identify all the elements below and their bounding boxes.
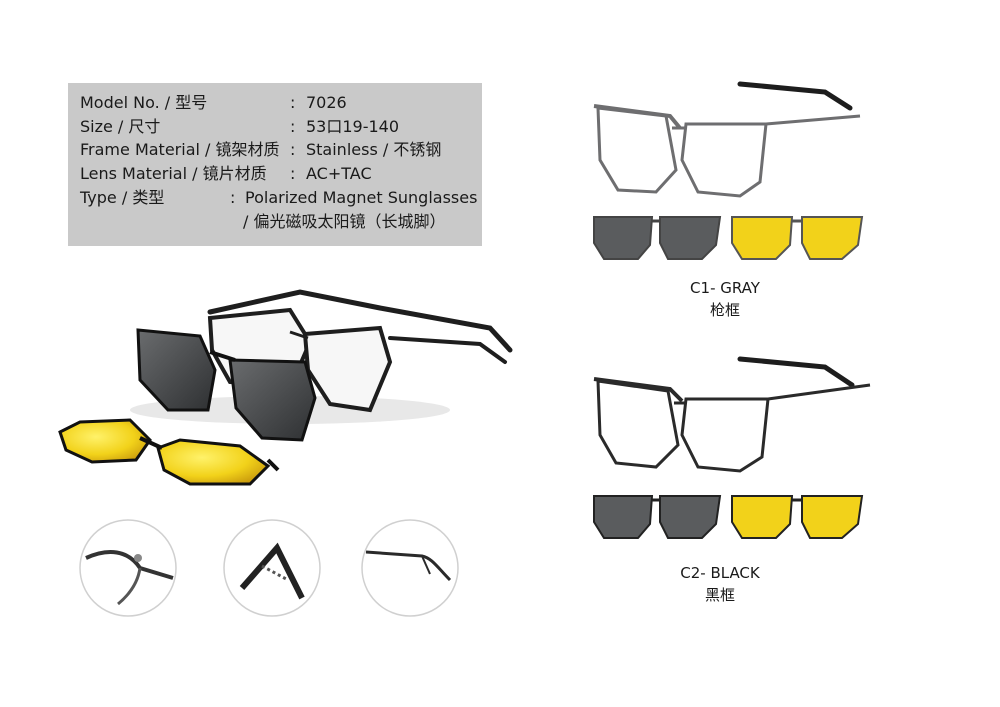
spec-value: 53口19-140 [306, 117, 400, 136]
variant-c2-frame-image [593, 356, 871, 473]
variant-c2-caption: C2- BLACK 黑框 [660, 562, 780, 606]
detail-tip-image [361, 519, 459, 617]
spec-label: Lens Material / 镜片材质 [80, 164, 267, 183]
detail-hinge-image [79, 519, 177, 617]
variant-code: C1- GRAY [690, 279, 760, 297]
spec-colon: : [290, 93, 296, 112]
spec-value: Polarized Magnet Sunglasses [245, 188, 478, 207]
variant-name-cn: 黑框 [704, 586, 735, 604]
variant-c2-yellow-clip-image [731, 495, 864, 539]
spec-value: 7026 [306, 93, 347, 112]
spec-panel: Model No. / 型号 : 7026 Size / 尺寸 : 53口19-… [68, 83, 482, 246]
spec-colon: : [290, 164, 296, 183]
spec-label: Frame Material / 镜架材质 [80, 140, 280, 159]
variant-c1-caption: C1- GRAY 枪框 [665, 277, 785, 321]
variant-code: C2- BLACK [680, 564, 760, 582]
spec-value: / 偏光磁吸太阳镜（长城脚） [243, 212, 446, 231]
spec-value: AC+TAC [306, 164, 372, 183]
variant-c1-yellow-clip-image [731, 216, 864, 260]
spec-colon: : [290, 140, 296, 159]
spec-colon: : [290, 117, 296, 136]
variant-c1-gray-clip-image [593, 216, 722, 260]
detail-temple-image [223, 519, 321, 617]
spec-colon: : [230, 188, 236, 207]
variant-name-cn: 枪框 [709, 301, 740, 319]
hero-glasses-image [58, 289, 513, 486]
spec-value: Stainless / 不锈钢 [306, 140, 442, 159]
variant-c2-gray-clip-image [593, 495, 722, 539]
spec-label: Type / 类型 [80, 188, 165, 207]
spec-label: Model No. / 型号 [80, 93, 208, 112]
variant-c1-frame-image [593, 81, 861, 198]
spec-label: Size / 尺寸 [80, 117, 161, 136]
